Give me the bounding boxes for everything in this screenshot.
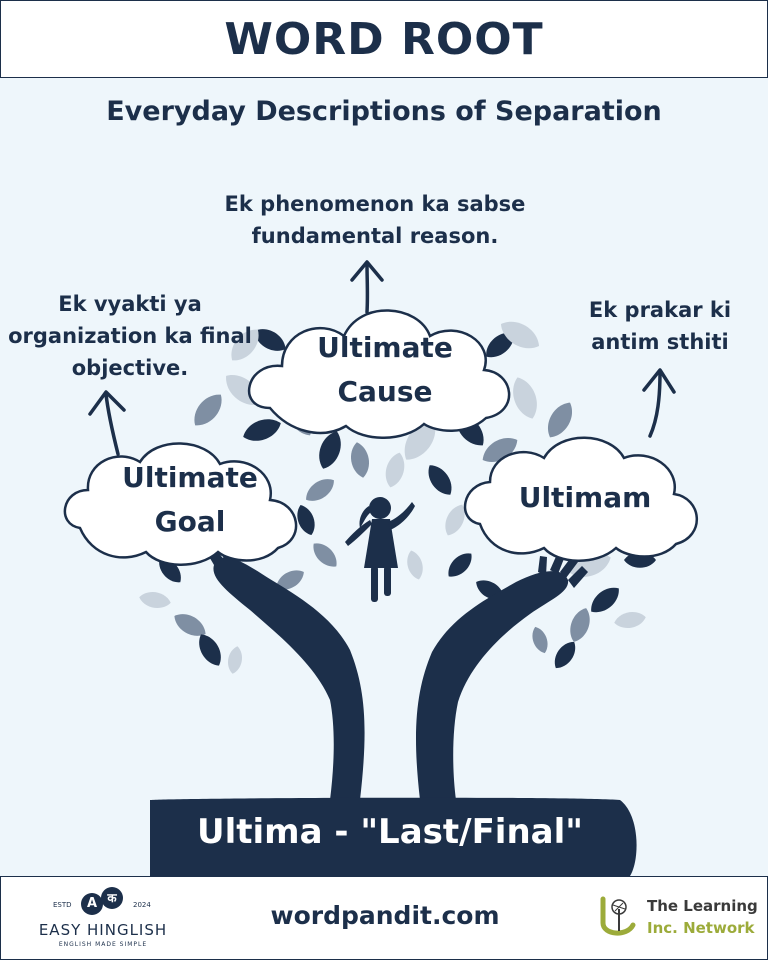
brand-right-line1: The Learning — [647, 897, 758, 915]
arrow-cause — [350, 260, 384, 314]
description-ultimam: Ek prakar ki antim sthiti — [588, 298, 732, 354]
cloud-cause — [247, 309, 511, 439]
brand-est-label: ESTD — [53, 901, 72, 909]
brand-ka-icon: क — [101, 887, 123, 909]
label-ultimate-cause: Ultimate Cause — [317, 331, 453, 408]
child-silhouette — [345, 497, 415, 602]
cloud-goal — [63, 442, 298, 566]
brand-a-icon: A — [81, 893, 103, 915]
description-cause: Ek phenomenon ka sabse fundamental reaso… — [224, 192, 526, 248]
tree-illustration — [63, 260, 698, 876]
brand-est-year: 2024 — [133, 901, 151, 909]
brand-right-line2: Inc. Network — [647, 919, 755, 937]
footer: ESTD 2024 A क EASY HINGLISH ENGLISH MADE… — [0, 876, 768, 960]
tree-u-icon — [600, 896, 636, 936]
brand-tagline: ENGLISH MADE SIMPLE — [58, 941, 148, 948]
header-banner: WORD ROOT — [0, 0, 768, 78]
page-subtitle: Everyday Descriptions of Separation — [106, 96, 662, 127]
description-goal: Ek vyakti ya organization ka final objec… — [8, 292, 252, 380]
page-title: WORD ROOT — [224, 13, 544, 65]
easy-hinglish-logo: ESTD 2024 A क EASY HINGLISH ENGLISH MADE… — [23, 887, 183, 953]
arrow-ultimam — [642, 368, 676, 438]
brand-name: EASY HINGLISH — [38, 921, 168, 939]
root-word-label: Ultima - "Last/Final" — [197, 812, 583, 852]
cloud-ultimam — [463, 436, 698, 562]
label-ultimate-goal: Ultimate Goal — [122, 461, 258, 538]
label-ultimam: Ultimam — [518, 481, 652, 514]
site-link[interactable]: wordpandit.com — [270, 901, 500, 930]
learning-inc-logo: The Learning Inc. Network — [599, 891, 759, 947]
arrow-goal — [88, 390, 126, 456]
